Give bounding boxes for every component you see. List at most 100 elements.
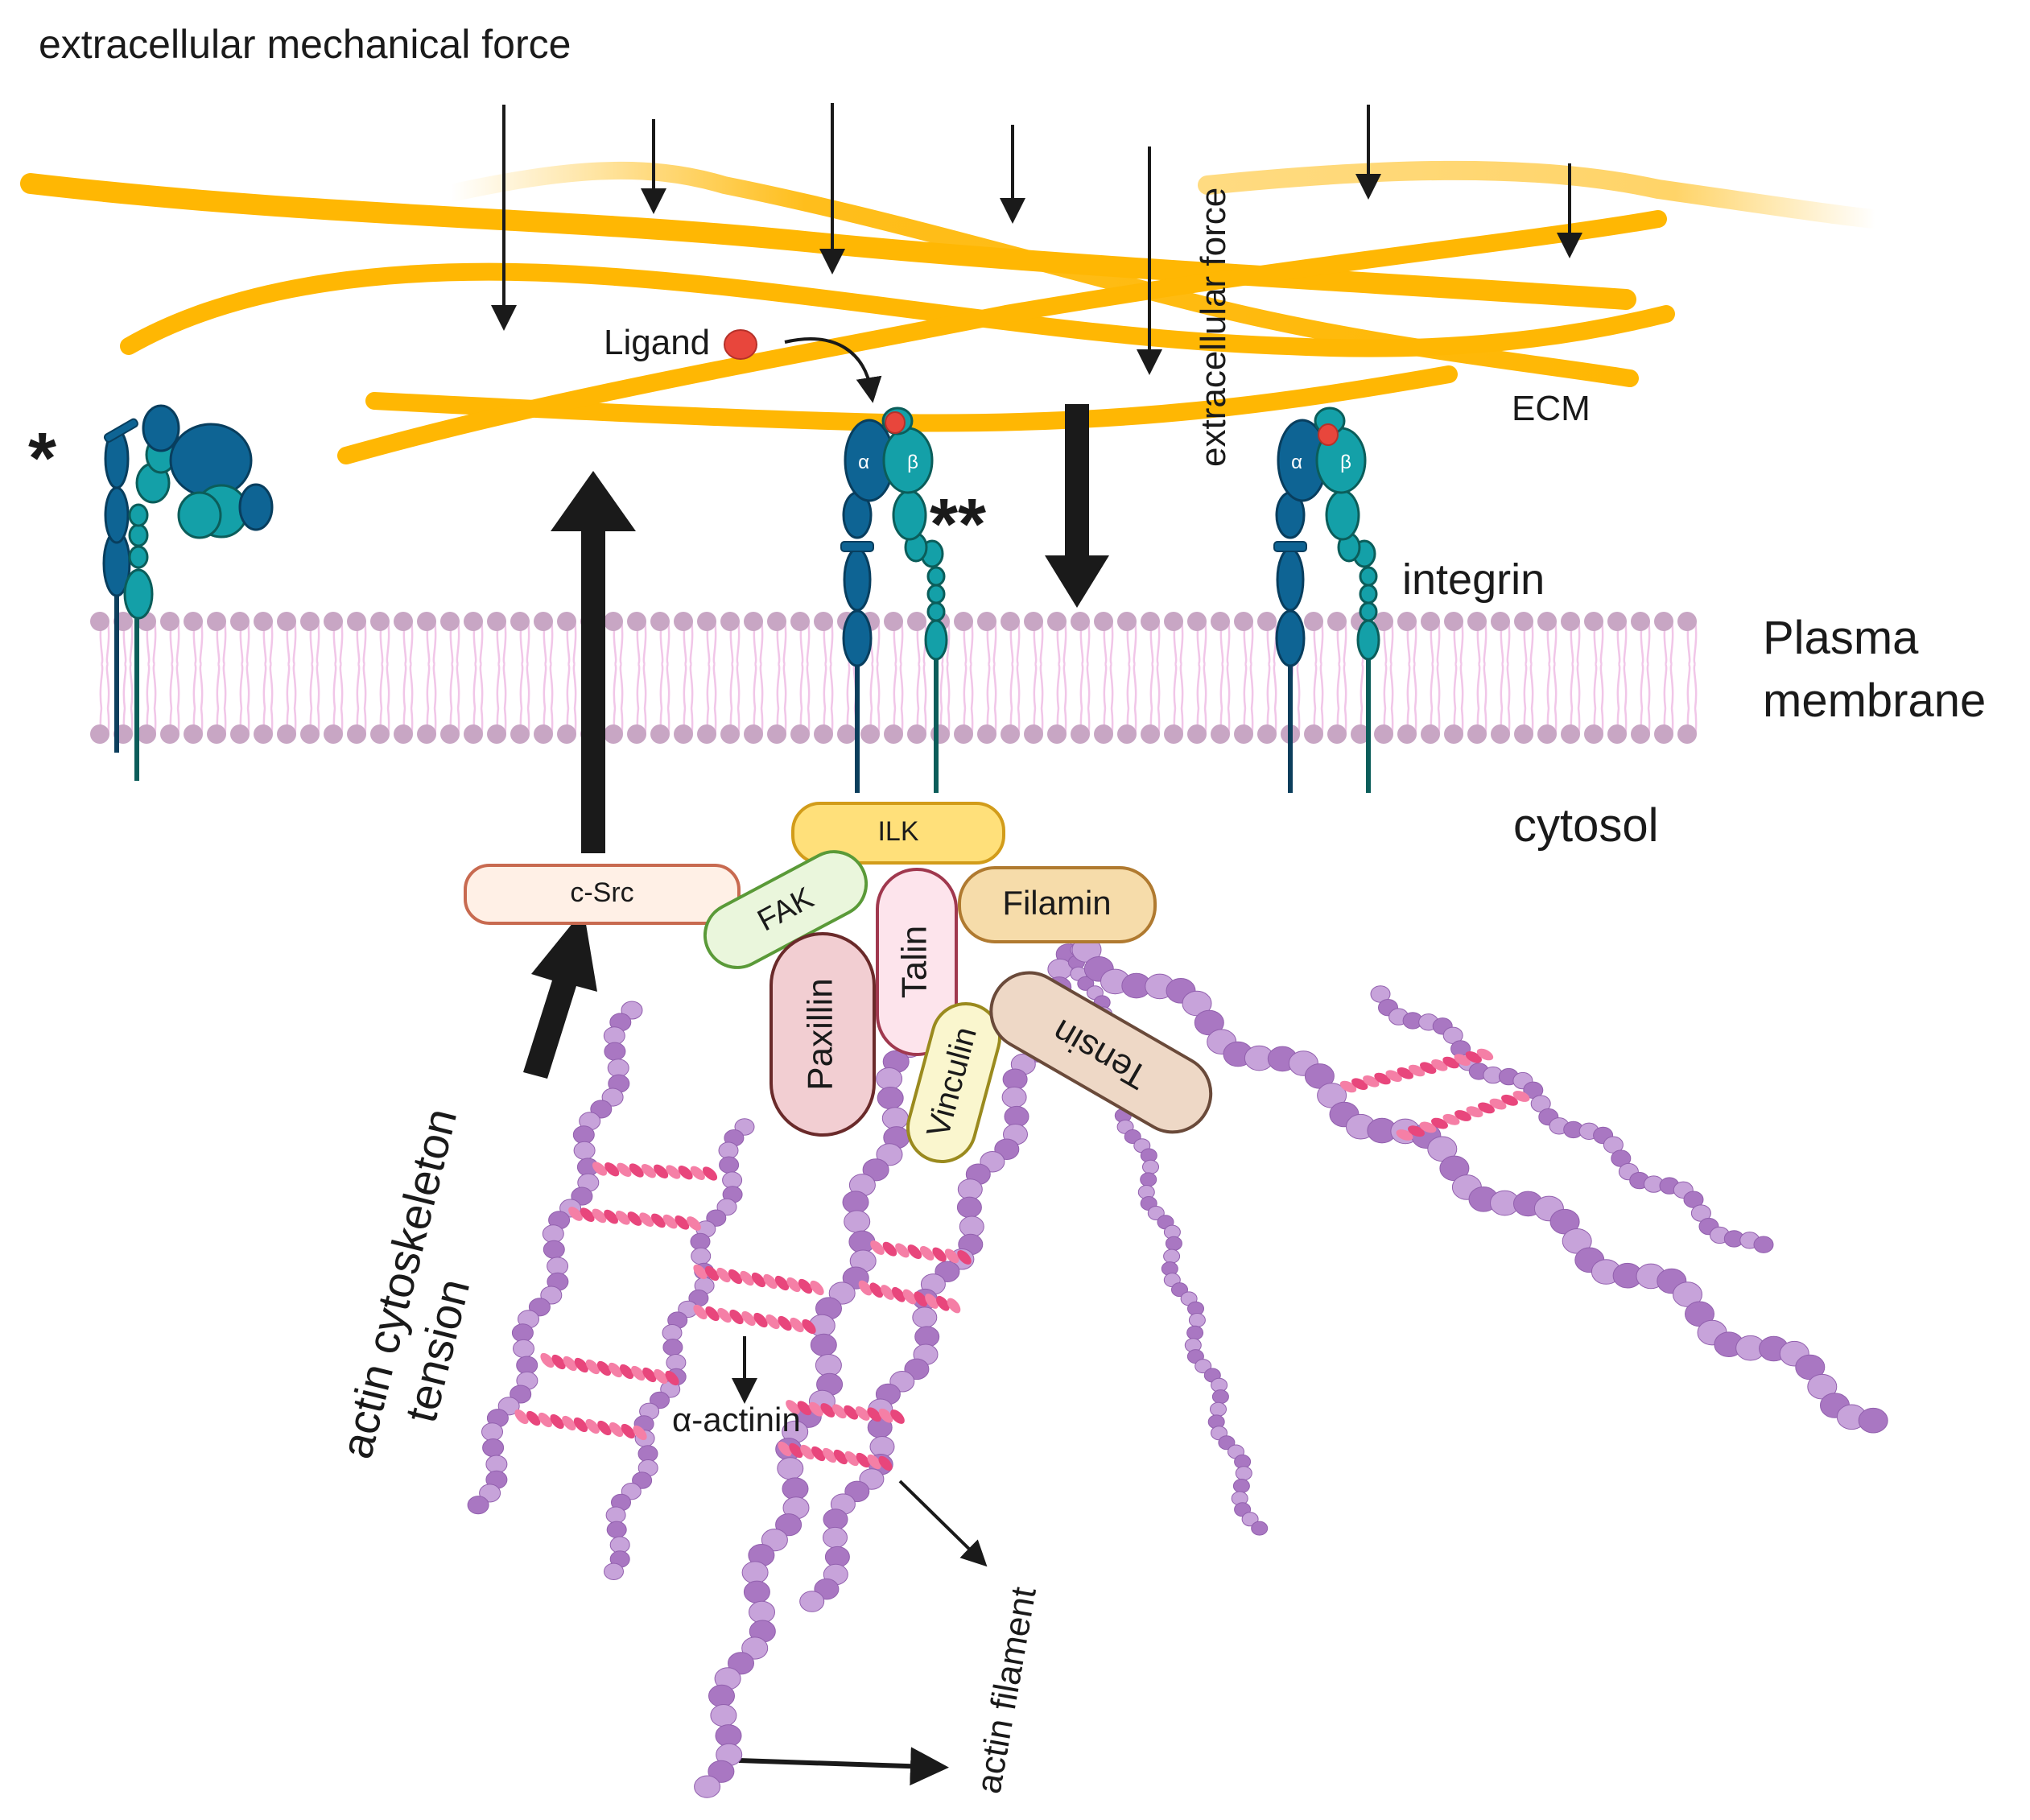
lipid-head bbox=[744, 612, 763, 631]
lipid-head bbox=[1047, 612, 1067, 631]
adhesion-complex: c-Src ILK FAK Filamin Talin Paxillin bbox=[464, 802, 1213, 1164]
lipid-head bbox=[884, 724, 903, 744]
alpha-actinin bbox=[1339, 1048, 1494, 1093]
lipid-head bbox=[1024, 612, 1043, 631]
lipid-head bbox=[1397, 724, 1417, 744]
lipid-head bbox=[487, 612, 506, 631]
lipid-head bbox=[324, 724, 343, 744]
lipid-head bbox=[1001, 724, 1020, 744]
lipid-head bbox=[1514, 724, 1533, 744]
lipid-head bbox=[1211, 724, 1230, 744]
lipid-head bbox=[534, 724, 553, 744]
integrin-active-2: α β bbox=[1273, 407, 1380, 793]
lipid-head bbox=[254, 612, 273, 631]
lipid-head bbox=[627, 724, 646, 744]
lipid-head bbox=[977, 724, 996, 744]
plasma-label: Plasma bbox=[1763, 612, 1919, 664]
actinin-label: α-actinin bbox=[672, 1401, 801, 1438]
lipid-head bbox=[1211, 612, 1230, 631]
protein-filamin: Filamin bbox=[958, 866, 1157, 943]
protein-csrc: c-Src bbox=[464, 864, 741, 925]
lipid-head bbox=[930, 724, 950, 744]
lipid-head bbox=[1141, 724, 1160, 744]
ecm-fibers bbox=[20, 160, 1885, 464]
lipid-head bbox=[1164, 724, 1183, 744]
lipid-head bbox=[1537, 612, 1557, 631]
lipid-head bbox=[417, 612, 436, 631]
integrin-label: integrin bbox=[1402, 555, 1545, 604]
title-label: extracellular mechanical force bbox=[39, 22, 571, 67]
lipid-head bbox=[1421, 724, 1440, 744]
lipid-head bbox=[907, 612, 926, 631]
lipid-head bbox=[1304, 612, 1323, 631]
lipid-head bbox=[1117, 612, 1137, 631]
lipid-head bbox=[1141, 612, 1160, 631]
lipid-head bbox=[1467, 724, 1487, 744]
lipid-head bbox=[90, 612, 109, 631]
alpha-actinin bbox=[1396, 1091, 1530, 1141]
lipid-head bbox=[1164, 612, 1183, 631]
lipid-head bbox=[1491, 612, 1510, 631]
alpha-actinin bbox=[693, 1264, 824, 1296]
lipid-head bbox=[884, 612, 903, 631]
lipid-head bbox=[370, 612, 390, 631]
lipid-head bbox=[1654, 612, 1673, 631]
protein-talin: Talin bbox=[876, 868, 958, 1056]
lipid-head bbox=[510, 612, 530, 631]
alpha-actinin bbox=[870, 1240, 972, 1265]
lipid-head bbox=[207, 612, 226, 631]
bent-integrin-marker: * bbox=[28, 419, 56, 499]
lipid-head bbox=[324, 612, 343, 631]
lipid-head bbox=[230, 612, 250, 631]
lipid-head bbox=[720, 724, 740, 744]
lipid-head bbox=[604, 612, 623, 631]
alpha-actinin bbox=[540, 1352, 679, 1386]
lipid-head bbox=[137, 724, 156, 744]
alpha-actinin bbox=[786, 1400, 905, 1424]
ligand-binding-arrow bbox=[784, 337, 882, 403]
lipid-head bbox=[1071, 724, 1090, 744]
lipid-head bbox=[1607, 724, 1627, 744]
lipid-head bbox=[1584, 612, 1603, 631]
lipid-head bbox=[347, 612, 366, 631]
lipid-head bbox=[627, 612, 646, 631]
alpha-actinin bbox=[514, 1409, 647, 1441]
lipid-head bbox=[860, 724, 880, 744]
lipid-head bbox=[347, 724, 366, 744]
alpha-actinin bbox=[778, 1441, 893, 1471]
lipid-head bbox=[1677, 612, 1697, 631]
lipid-head bbox=[1491, 724, 1510, 744]
extracellular-force-arrows bbox=[491, 103, 1582, 375]
lipid-head bbox=[954, 724, 973, 744]
lipid-head bbox=[534, 612, 553, 631]
lipid-head bbox=[230, 724, 250, 744]
extracellular-force-label: extracellular force bbox=[1194, 188, 1233, 467]
lipid-head bbox=[1584, 724, 1603, 744]
lipid-head bbox=[814, 724, 833, 744]
beta-subunit-label-1: β bbox=[907, 452, 918, 473]
membrane-label: membrane bbox=[1763, 675, 1986, 727]
actin-filament bbox=[467, 1001, 643, 1515]
lipid-head bbox=[1631, 612, 1650, 631]
lipid-head bbox=[557, 612, 576, 631]
lipid-head bbox=[1351, 724, 1370, 744]
cytosol-label: cytosol bbox=[1513, 799, 1659, 852]
integrin-active-1: α β bbox=[840, 407, 948, 793]
lipid-head bbox=[207, 724, 226, 744]
lipid-head bbox=[254, 724, 273, 744]
lipid-head bbox=[1397, 612, 1417, 631]
ecm-fiber-6 bbox=[337, 210, 1667, 464]
outward-force-arrow bbox=[551, 471, 636, 853]
lipid-head bbox=[1257, 724, 1277, 744]
lipid-head bbox=[394, 612, 413, 631]
lipid-head bbox=[417, 724, 436, 744]
ilk-label: ILK bbox=[877, 816, 918, 847]
lipid-head bbox=[510, 724, 530, 744]
lipid-head bbox=[1561, 724, 1580, 744]
alpha-actinin bbox=[592, 1162, 718, 1181]
alpha-subunit-label-2: α bbox=[1291, 452, 1302, 473]
lipid-head bbox=[487, 724, 506, 744]
lipid-head bbox=[650, 724, 670, 744]
lipid-head bbox=[907, 724, 926, 744]
